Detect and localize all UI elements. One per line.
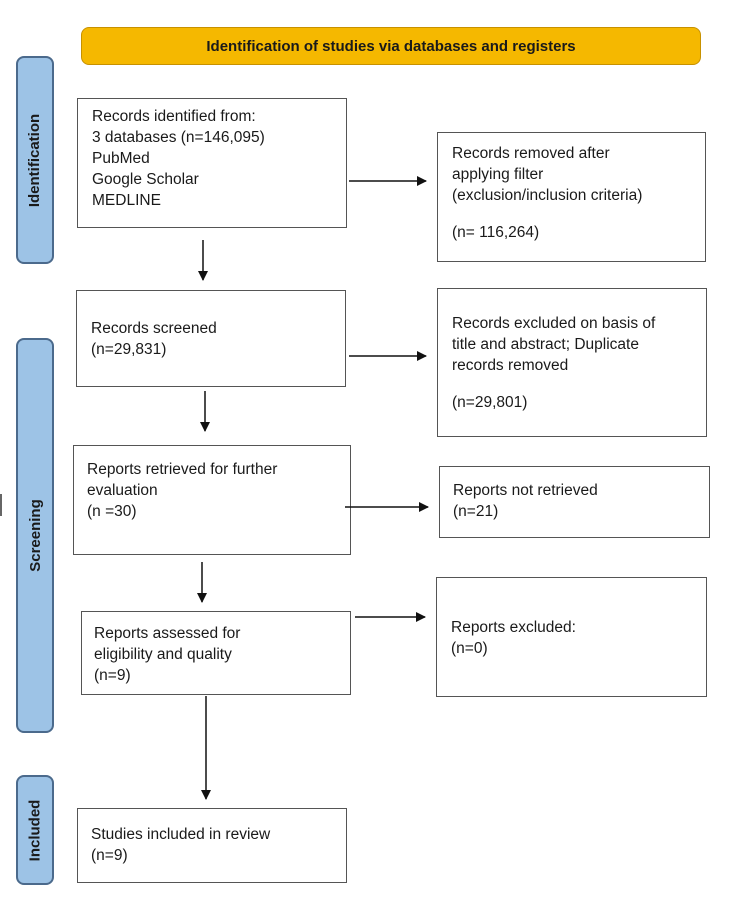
box-count: (n=29,801) [452,394,528,411]
reports-assessed-box: Reports assessed for eligibility and qua… [81,611,351,695]
edge-marker [0,494,2,516]
reports-excluded-box: Reports excluded: (n=0) [436,577,707,697]
box-line: (exclusion/inclusion criteria) [452,187,643,204]
box-line: Records screened [91,320,217,337]
phase-identification: Identification [16,56,54,264]
box-line: (n =30) [87,503,137,520]
box-line: (n=21) [453,503,499,520]
records-removed-box: Records removed after applying filter (e… [437,132,706,262]
box-line: Studies included in review [91,826,271,843]
box-line: eligibility and quality [94,646,232,663]
reports-retrieved-box: Reports retrieved for further evaluation… [73,445,351,555]
box-line: Reports retrieved for further [87,461,278,478]
box-line: Records removed after [452,145,610,162]
box-line: (n=9) [91,847,128,864]
box-line: MEDLINE [92,192,161,209]
records-excluded-box: Records excluded on basis of title and a… [437,288,707,437]
records-screened-box: Records screened (n=29,831) [76,290,346,387]
box-line: PubMed [92,150,150,167]
box-line: (n=0) [451,640,488,657]
box-line: Reports excluded: [451,619,576,636]
identification-header: Identification of studies via databases … [81,27,701,65]
box-count: (n= 116,264) [452,224,540,241]
records-identified-box: Records identified from: 3 databases (n=… [77,98,347,228]
phase-screening: Screening [16,338,54,733]
box-line: records removed [452,357,569,374]
box-line: (n=29,831) [91,341,167,358]
box-line: Reports assessed for [94,625,241,642]
phase-included: Included [16,775,54,885]
box-line: Records identified from: [92,108,256,125]
box-line: Google Scholar [92,171,199,188]
box-line: title and abstract; Duplicate [452,336,639,353]
box-line: applying filter [452,166,544,183]
box-line: Reports not retrieved [453,482,598,499]
reports-not-retrieved-box: Reports not retrieved (n=21) [439,466,710,538]
box-line: Records excluded on basis of [452,315,656,332]
box-line: evaluation [87,482,158,499]
box-line: 3 databases (n=146,095) [92,129,265,146]
header-title: Identification of studies via databases … [206,37,576,55]
box-line: (n=9) [94,667,131,684]
studies-included-box: Studies included in review (n=9) [77,808,347,883]
